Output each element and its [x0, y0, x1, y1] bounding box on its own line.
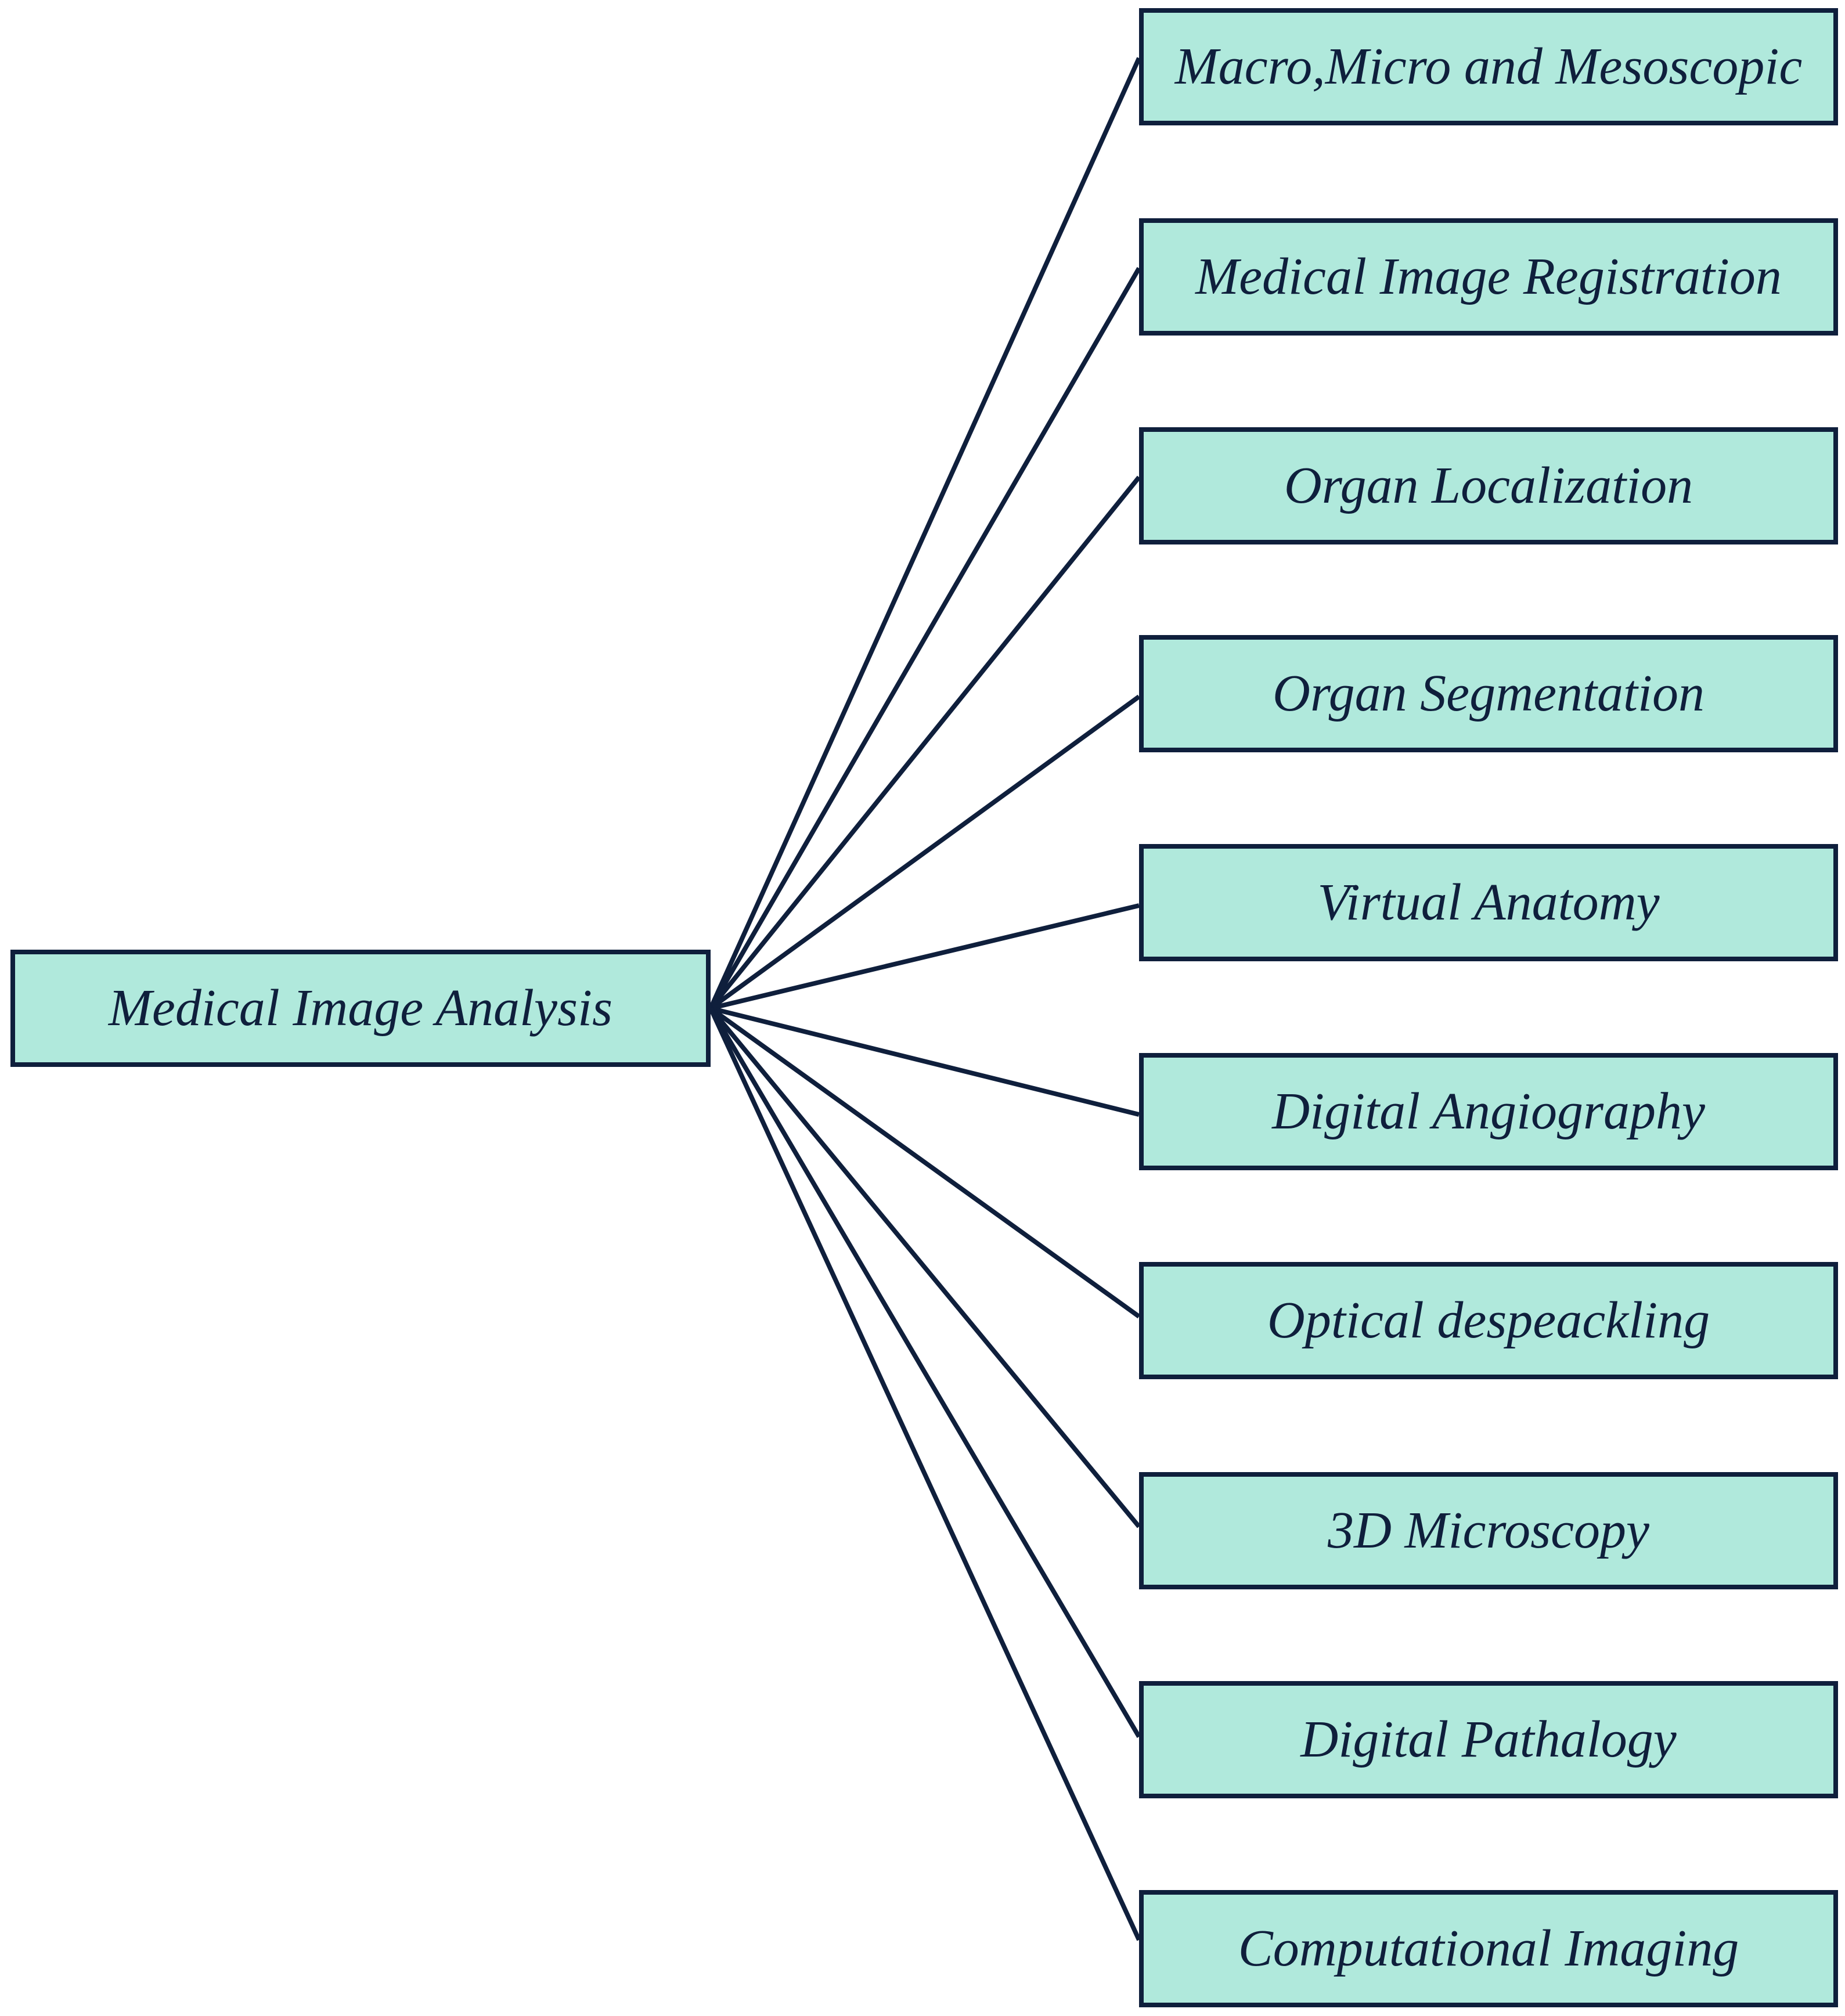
branch-label: Virtual Anatomy	[1317, 874, 1660, 931]
branch-label: Organ Localization	[1284, 457, 1693, 514]
branch-node-3d-microscopy: 3D Microscopy	[1139, 1472, 1838, 1589]
connector-line-8	[708, 1007, 1141, 1528]
connector-line-10	[708, 1007, 1141, 1941]
branch-node-computational-imaging: Computational Imaging	[1139, 1890, 1838, 2007]
connector-line-6	[710, 1006, 1140, 1117]
connector-line-5	[710, 903, 1140, 1011]
connector-line-7	[709, 1006, 1141, 1319]
branch-node-digital-pathalogy: Digital Pathalogy	[1139, 1681, 1838, 1798]
branch-node-digital-angiography: Digital Angiography	[1139, 1053, 1838, 1170]
branch-label: Digital Pathalogy	[1300, 1711, 1677, 1768]
root-node: Medical Image Analysis	[10, 950, 711, 1067]
branch-node-virtual-anatomy: Virtual Anatomy	[1139, 844, 1838, 961]
branch-node-organ-localization: Organ Localization	[1139, 427, 1838, 544]
connector-line-1	[708, 57, 1141, 1009]
branch-node-macro-micro-mesoscopic: Macro,Micro and Mesoscopic	[1139, 8, 1838, 125]
branch-node-organ-segmentation: Organ Segmentation	[1139, 635, 1838, 752]
connector-line-3	[708, 475, 1141, 1010]
branch-label: Digital Angiography	[1272, 1083, 1705, 1140]
branch-label: Organ Segmentation	[1272, 665, 1705, 722]
root-node-label: Medical Image Analysis	[108, 979, 613, 1037]
branch-label: Computational Imaging	[1238, 1920, 1739, 1977]
connector-line-9	[708, 1007, 1141, 1739]
branch-node-medical-image-registration: Medical Image Registration	[1139, 218, 1838, 336]
connector-line-2	[708, 266, 1141, 1010]
branch-label: Medical Image Registration	[1195, 248, 1782, 305]
connector-line-4	[709, 694, 1141, 1011]
branch-node-optical-despeackling: Optical despeackling	[1139, 1262, 1838, 1379]
branch-label: Macro,Micro and Mesoscopic	[1174, 38, 1803, 95]
branch-label: 3D Microscopy	[1327, 1502, 1650, 1559]
branch-label: Optical despeackling	[1267, 1292, 1710, 1349]
